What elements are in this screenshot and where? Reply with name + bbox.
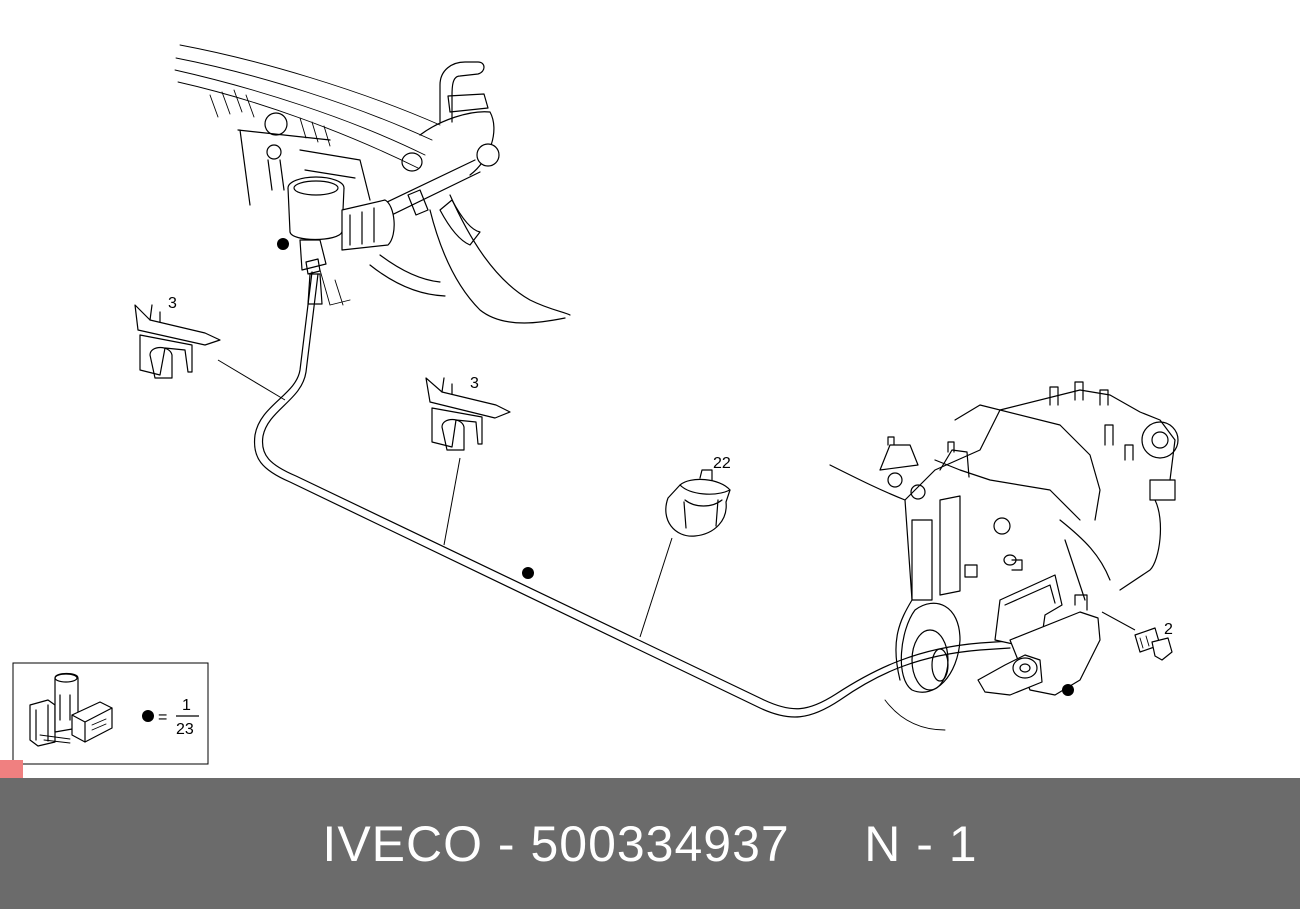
bullet-marker-slave: [1062, 684, 1074, 696]
clutch-slave-cylinder: [977, 574, 1101, 696]
gearbox-housing: [829, 381, 1179, 731]
callout-grommet: 22: [713, 455, 731, 472]
callout-clip-center: 3: [470, 375, 479, 392]
callout-clip-left: 3: [168, 295, 177, 312]
sealant-tubes-icon: [29, 672, 113, 747]
clutch-master-cylinder: [287, 176, 395, 275]
legend-numerator: 1: [182, 697, 191, 714]
footer-caption: IVECO - 500334937 N - 1: [322, 815, 977, 873]
leader-grommet: [639, 537, 673, 638]
footer-brand: IVECO: [322, 815, 484, 872]
bullet-marker-pipe: [522, 567, 534, 579]
legend-denominator: 23: [176, 721, 194, 738]
footer-page-ref: N - 1: [864, 815, 978, 872]
hydraulic-pipe: [253, 271, 1011, 718]
parts-diagram: 3 3 22: [12, 44, 1179, 765]
bullet-marker-legend: [142, 710, 154, 722]
corner-marker: [0, 760, 23, 778]
footer-gap: [790, 816, 864, 872]
leader-bolt: [1101, 611, 1136, 631]
callout-bolt: 2: [1164, 621, 1173, 638]
legend-equals: =: [158, 709, 167, 726]
pipe-clip-center: [425, 377, 511, 451]
footer-separator: -: [483, 815, 531, 872]
leader-clip-left: [217, 359, 286, 401]
footer-part-number: 500334937: [530, 815, 790, 872]
leader-clip-center: [443, 457, 461, 546]
legend-box: = 1 23: [12, 662, 209, 765]
bullet-marker-master: [277, 238, 289, 250]
pipe-clip-left: [134, 304, 221, 379]
footer-banner: IVECO - 500334937 N - 1: [0, 778, 1300, 909]
bolt: [1134, 627, 1173, 661]
pedal-bracket-assembly: [174, 44, 571, 324]
rubber-grommet: [665, 469, 731, 537]
